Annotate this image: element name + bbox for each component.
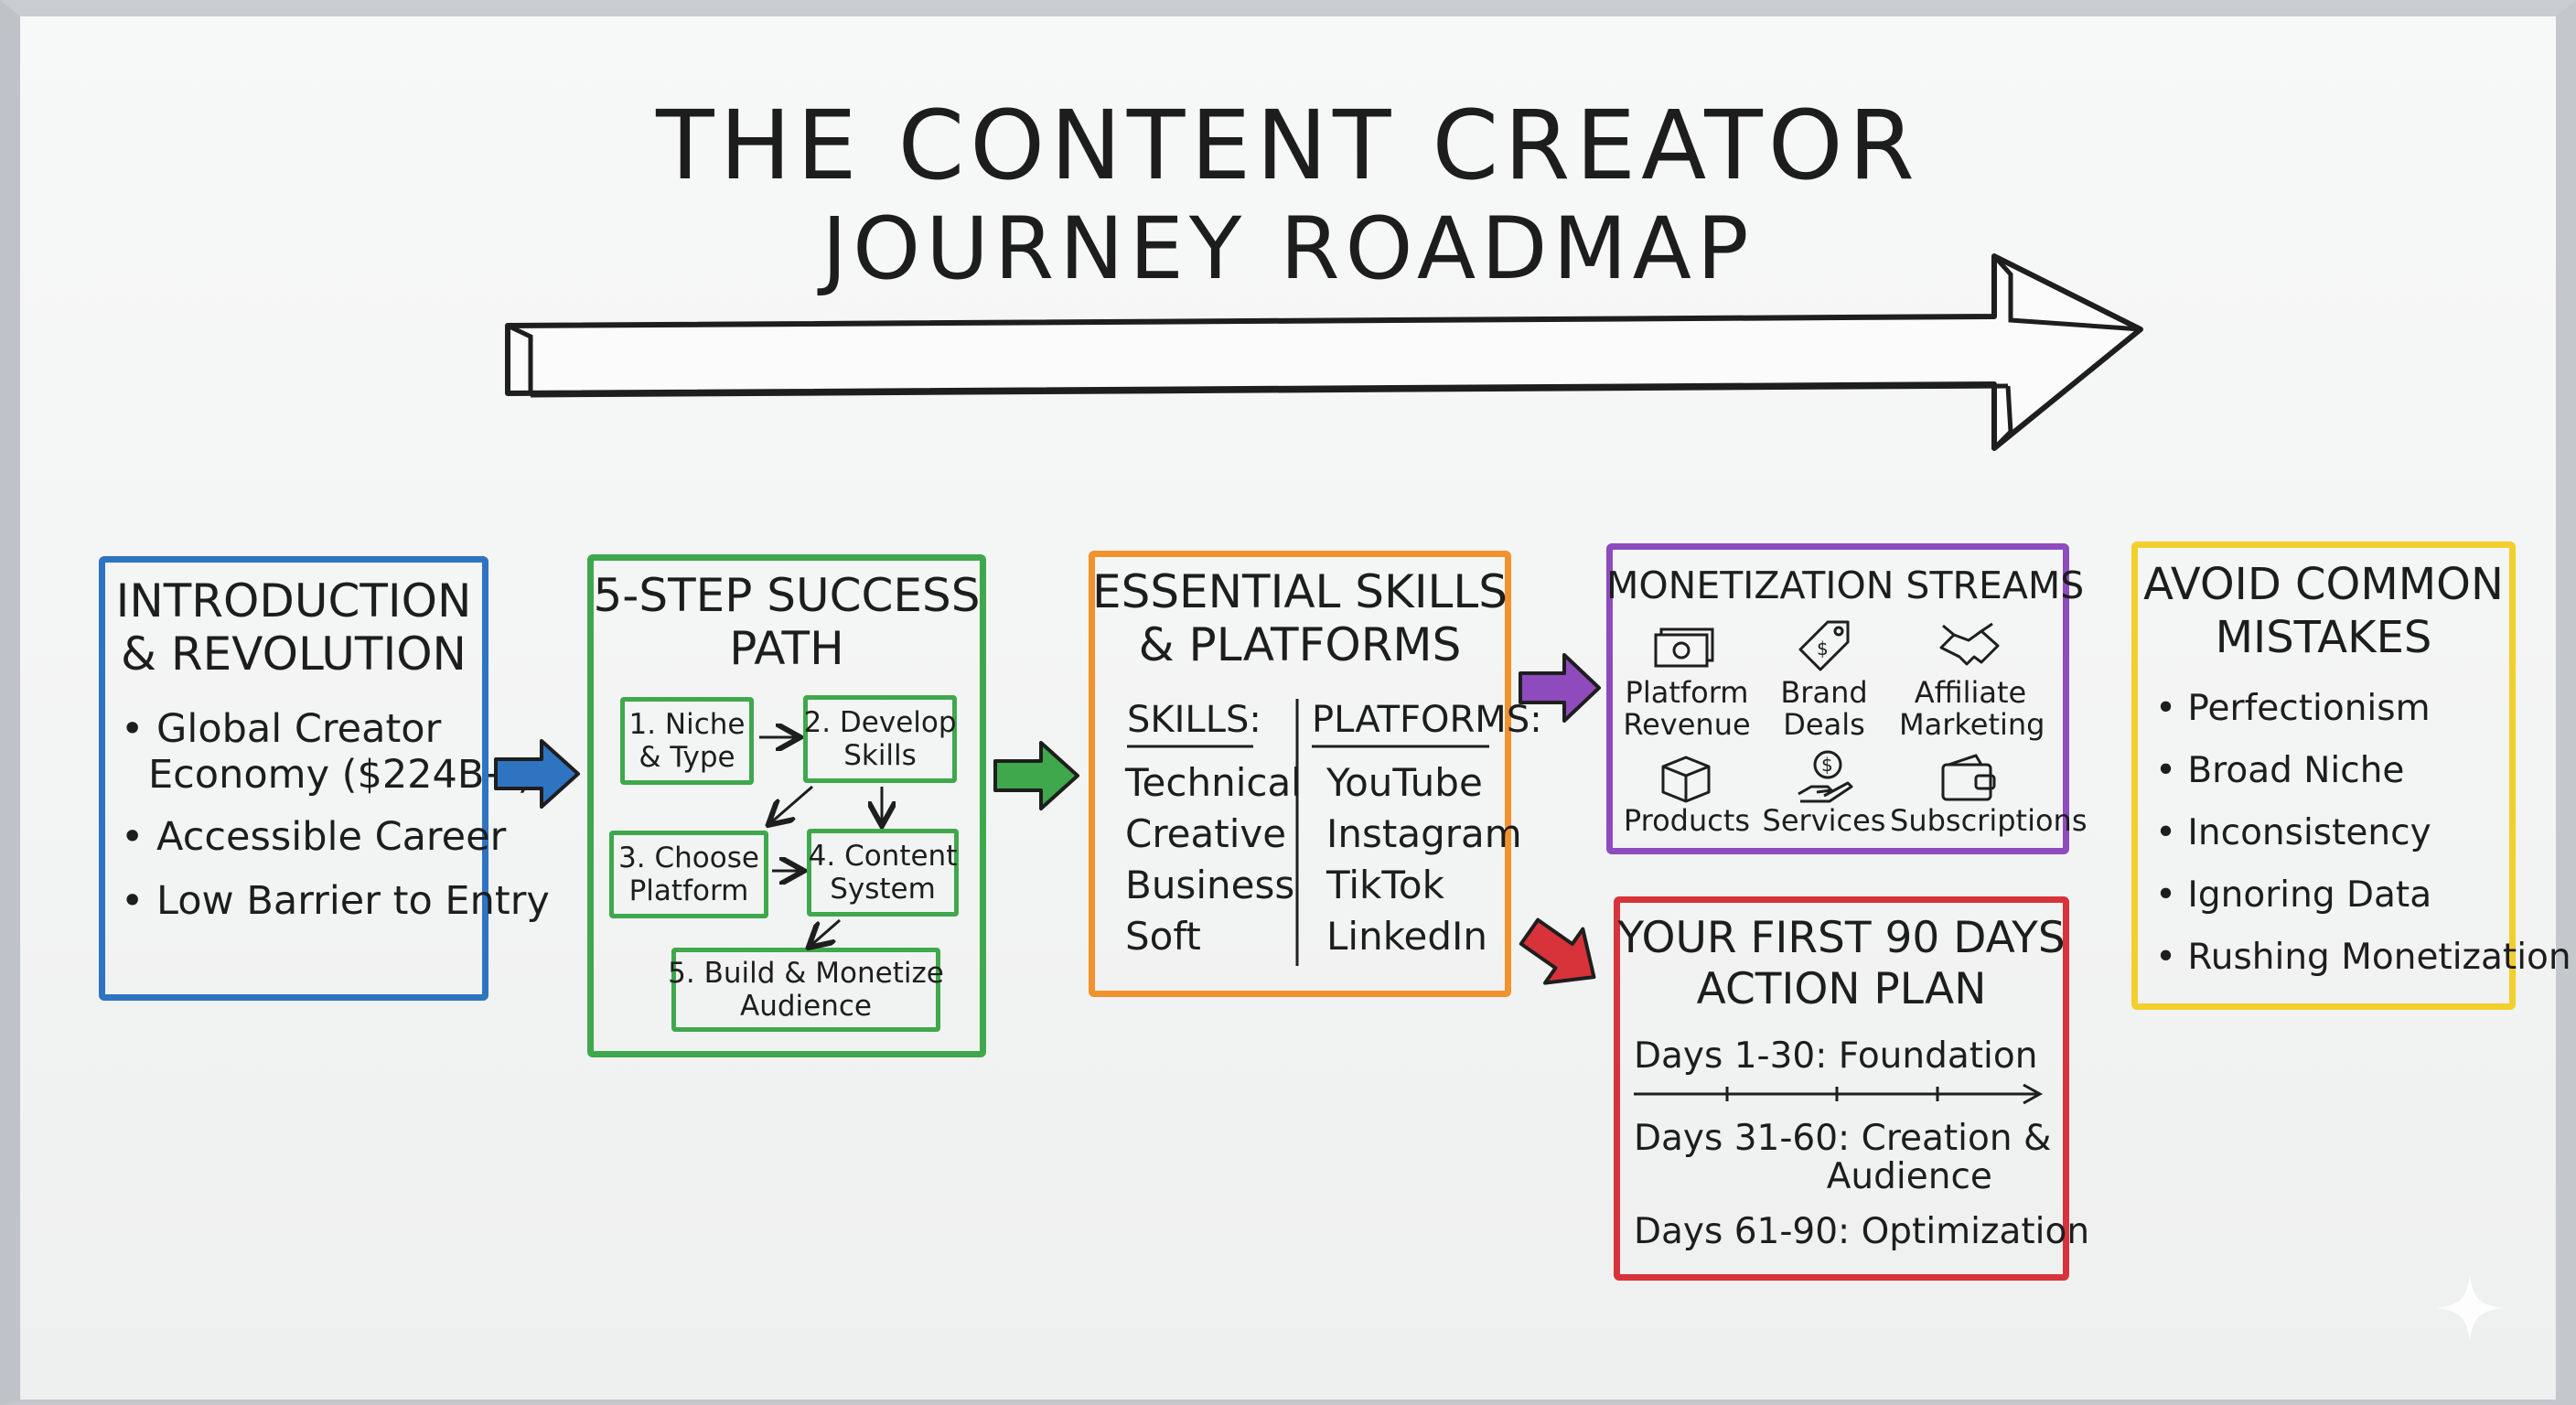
mistake-4: Ignoring Data [2155,874,2431,916]
plan-heading: YOUR FIRST 90 DAYS ACTION PLAN [1617,913,2066,1014]
arrow-skills-to-plan [1519,917,1596,985]
step-5-box: 5. Build & Monetize Audience [668,948,944,1032]
svg-text:$: $ [1817,638,1829,660]
stream-services: Services [1762,803,1886,838]
platform-linkedin: LinkedIn [1326,914,1488,959]
step-2-box: 2. Develop Skills [803,695,957,783]
step-4-label: 4. Content System [808,840,958,906]
svg-text:$: $ [1821,754,1833,776]
intro-bullet-1: Global Creator [121,706,441,752]
monetization-heading: MONETIZATION STREAMS [1606,563,2085,607]
arrow-path-to-skills [993,741,1079,810]
arrow-intro-to-path [494,739,580,809]
success-path-heading: 5-STEP SUCCESS PATH [593,569,981,675]
monetization-box [1606,543,2069,854]
intro-bullet-1-cont: Economy ($224B+) [148,752,533,798]
skill-technical: Technical [1125,760,1302,805]
step-4-box: 4. Content System [807,829,959,917]
stream-subscriptions: Subscriptions [1890,803,2088,838]
arrow-skills-to-monetization [1519,653,1601,723]
intro-box [99,556,488,1001]
skills-header: SKILLS: [1127,699,1261,741]
mistake-3: Inconsistency [2155,812,2431,853]
handshake-icon [1939,622,2000,666]
box-icon [1661,756,1711,803]
step-1-box: 1. Niche & Type [620,697,754,785]
stream-brand-deals: Brand Deals [1780,675,1868,742]
step-3-label: 3. Choose Platform [618,842,759,907]
stream-platform-revenue: Platform Revenue [1623,675,1751,742]
plan-phase-3: Days 61-90: Optimization [1634,1211,2090,1252]
intro-heading: INTRODUCTION & REVOLUTION [115,574,472,681]
skills-box [1089,551,1511,997]
price-tag-icon: $ [1798,620,1850,671]
plan-box [1614,896,2069,1281]
platforms-header: PLATFORMS: [1312,699,1542,741]
platform-tiktok: TikTok [1326,863,1444,907]
step-1-label: 1. Niche & Type [628,708,746,774]
title-line-1: THE CONTENT CREATOR [656,90,1920,201]
mistake-1: Perfectionism [2155,688,2430,729]
mistake-2: Broad Niche [2155,750,2404,791]
platform-youtube: YouTube [1326,760,1483,805]
step-3-box: 3. Choose Platform [609,831,768,918]
plan-phase-1: Days 1-30: Foundation [1634,1035,2038,1077]
title-line-2: JOURNEY ROADMAP [821,199,1755,299]
sparkle-icon [2437,1275,2503,1341]
skill-creative: Creative [1125,811,1287,856]
mistake-5: Rushing Monetization [2155,937,2571,978]
step-5-label: 5. Build & Monetize Audience [668,957,944,1023]
skill-business: Business [1125,863,1295,907]
mistakes-box [2131,542,2516,1010]
mistakes-heading: AVOID COMMON MISTAKES [2143,559,2504,663]
plan-phase-2: Days 31-60: Creation & Audience [1634,1118,2052,1197]
intro-bullet-2: Accessible Career [121,814,506,860]
success-path-box [587,554,986,1057]
platform-instagram: Instagram [1326,811,1522,856]
cash-icon [1654,627,1714,668]
step-2-label: 2. Develop Skills [803,706,957,772]
wallet-icon [1941,754,1996,801]
hand-coin-icon: $ [1798,750,1853,803]
stream-affiliate-marketing: Affiliate Marketing [1899,675,2045,742]
stream-products: Products [1623,803,1751,838]
skills-heading: ESSENTIAL SKILLS & PLATFORMS [1091,565,1508,671]
intro-bullet-3: Low Barrier to Entry [121,878,550,924]
skill-soft: Soft [1125,914,1201,959]
